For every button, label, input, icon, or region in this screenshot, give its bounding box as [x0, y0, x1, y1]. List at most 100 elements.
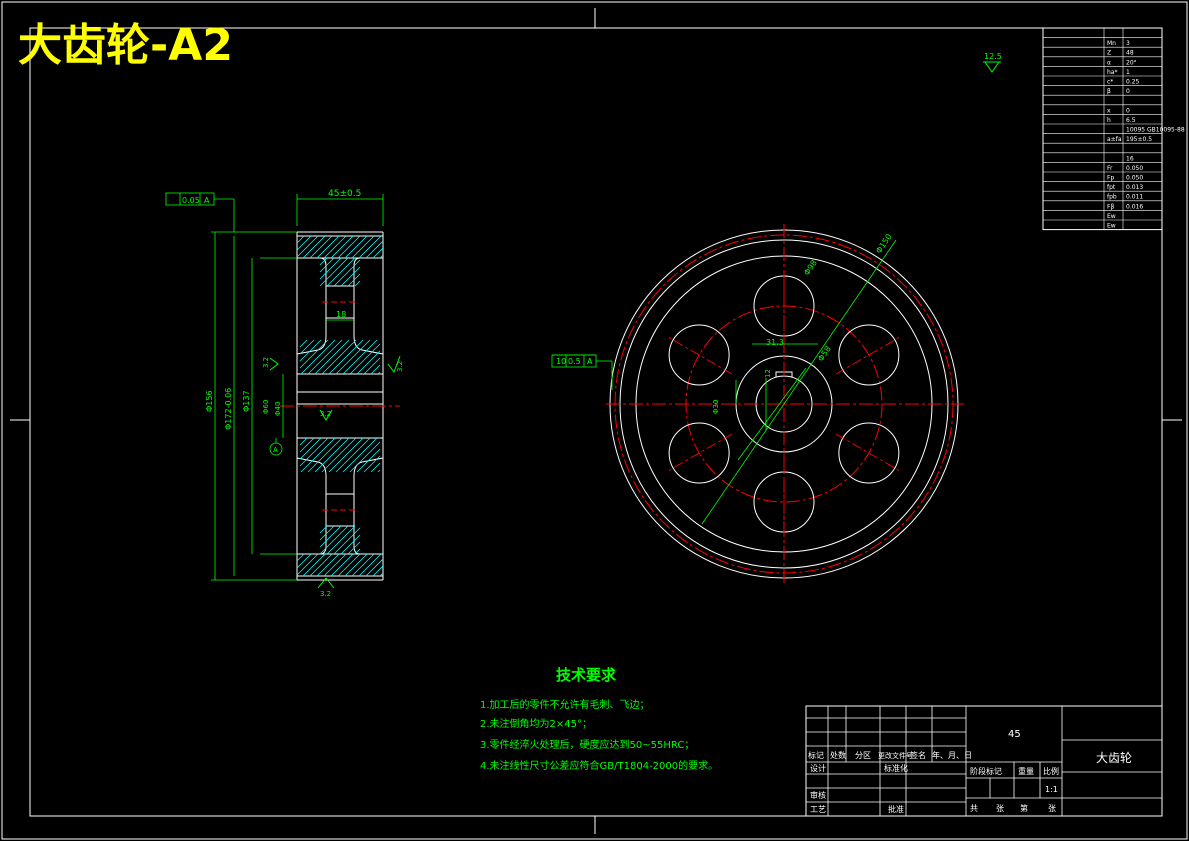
hatch-line — [299, 437, 308, 446]
web-hole-centerline — [665, 335, 733, 375]
hatch-line — [377, 371, 381, 375]
param-cell: α — [1107, 59, 1111, 66]
hatch-line — [351, 553, 375, 577]
web-hole-centerline — [665, 433, 733, 473]
label-weight: 重量 — [1018, 766, 1034, 776]
tech-item-3: 3.零件经淬火处理后，硬度应达到50~55HRC； — [480, 738, 694, 751]
hatch-line — [340, 534, 361, 555]
hatch-line — [319, 525, 328, 534]
label-zone: 分区 — [855, 751, 871, 760]
hatch-line — [356, 448, 381, 473]
hatch-line — [370, 462, 381, 473]
centering-marks — [10, 8, 1182, 834]
param-cell: Ew — [1107, 223, 1116, 230]
label-sign: 签名 — [910, 750, 926, 760]
param-cell: 0.013 — [1126, 184, 1143, 191]
front-tol-3: A — [587, 357, 593, 366]
web-hole — [838, 324, 900, 386]
hatch-line — [296, 235, 312, 251]
label-count: 处数 — [830, 750, 846, 760]
hatch-line — [328, 339, 364, 375]
side-roughness-3: 3.2 — [319, 409, 333, 421]
front-tol-2: 0.5 — [568, 357, 581, 366]
hatch-line — [337, 553, 361, 577]
hatch-line — [309, 553, 333, 577]
param-cell: 0 — [1126, 107, 1130, 114]
param-cell: c* — [1107, 79, 1113, 86]
label-mark: 标记 — [808, 750, 824, 760]
sheets-total-label: 共 — [970, 804, 978, 813]
front-view: 10 0.5 A Φ150 Φ98 Φ58 31.3 12 Φ30 — [551, 224, 964, 584]
param-cell: 0.050 — [1126, 165, 1143, 172]
param-cell: β — [1107, 88, 1111, 95]
hatch-line — [342, 339, 378, 375]
hatch-line — [321, 437, 357, 473]
hatch-line — [330, 553, 354, 577]
material: 45 — [1008, 729, 1021, 740]
hatch-line — [330, 235, 354, 259]
hatch-line — [314, 339, 350, 375]
hatch-line — [354, 548, 361, 555]
label-date: 年、月、日 — [932, 750, 972, 760]
hatch-line — [299, 437, 315, 453]
hatch-line — [326, 525, 356, 555]
hatch-line — [354, 280, 361, 287]
label-change: 更改文件号 — [878, 751, 913, 760]
hatch-line — [377, 469, 381, 473]
inner-border — [29, 27, 1163, 817]
label-design: 设计 — [810, 763, 826, 773]
hatch-line — [347, 273, 361, 287]
hatch-line — [363, 357, 381, 375]
label-approve: 批准 — [888, 804, 904, 814]
hatch-line — [351, 235, 375, 259]
side-tol-datum: A — [204, 196, 210, 205]
tech-heading: 技术要求 — [556, 666, 617, 684]
hatch-line — [335, 339, 371, 375]
param-cell: 0.25 — [1126, 79, 1140, 86]
hatch-line — [344, 235, 368, 259]
hatch-line — [342, 437, 378, 473]
label-standardize: 标准化 — [884, 763, 908, 773]
side-dim-bore: Φ40 — [274, 402, 282, 416]
param-cell: Z — [1107, 50, 1111, 57]
param-cell: 195±0.5 — [1126, 136, 1152, 143]
front-tol-1: 10 — [556, 357, 566, 366]
param-cell: Mn — [1107, 40, 1116, 47]
hatch-line — [323, 235, 347, 259]
hatch-line — [296, 235, 319, 258]
hatch-line — [319, 525, 349, 555]
tech-item-2: 2.未注倒角均为2×45°； — [480, 717, 592, 730]
hatch-line — [299, 339, 329, 369]
param-cell: ha* — [1107, 69, 1117, 76]
hatch-line — [300, 339, 336, 375]
label-scale: 比例 — [1043, 766, 1059, 776]
hatch-line — [379, 254, 384, 259]
hatch-line — [358, 235, 382, 259]
param-cell: Ew — [1107, 213, 1116, 220]
svg-text:3.2: 3.2 — [262, 357, 270, 368]
hatch-line — [296, 553, 312, 569]
front-dim-hub: Φ58 — [816, 344, 833, 363]
param-cell: 0 — [1126, 88, 1130, 95]
hatch-line — [316, 553, 340, 577]
web-hole-centerline — [835, 335, 903, 375]
param-cell: 6.5 — [1126, 117, 1136, 124]
param-cell: 3 — [1126, 40, 1130, 47]
svg-text:3.2: 3.2 — [320, 590, 331, 598]
hatch-line — [299, 437, 329, 467]
front-dim-circle: Φ98 — [802, 258, 819, 277]
side-dim-root: Φ137 — [242, 390, 251, 412]
side-dim-web: 18 — [336, 310, 346, 319]
side-dim-hub: Φ60 — [262, 400, 270, 414]
hatch-line — [296, 553, 305, 562]
sheets-total-unit: 张 — [996, 804, 1004, 813]
hatch-line — [319, 257, 349, 287]
param-cell: 48 — [1126, 50, 1134, 57]
hatch-lines — [296, 235, 384, 577]
tech-item-1: 1.加工后的零件不允许有毛刺、飞边； — [480, 698, 650, 711]
hatch-line — [319, 257, 342, 280]
hatch-line — [356, 350, 381, 375]
hatch-line — [314, 437, 350, 473]
